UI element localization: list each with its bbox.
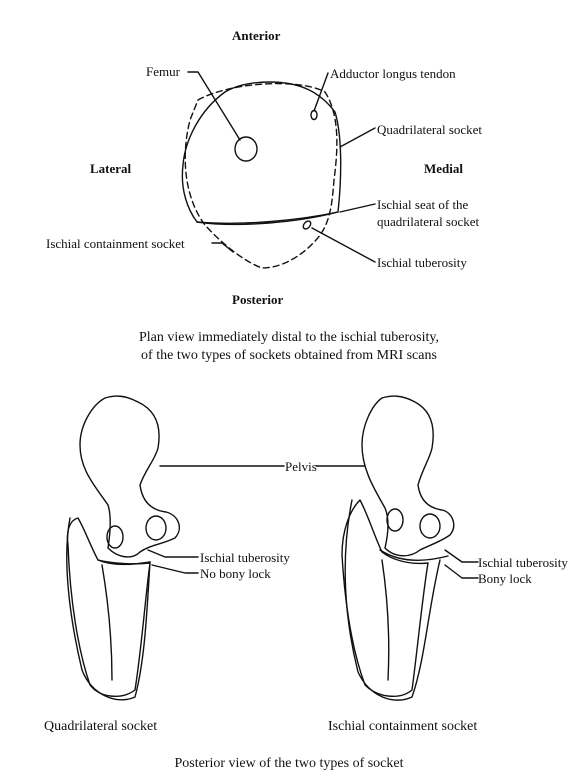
ischial-seat-line <box>197 212 338 223</box>
ischial-tuberosity-leader <box>312 228 375 262</box>
adductor-tendon-outline <box>311 111 317 120</box>
plan-view-caption-line1: Plan view immediately distal to the isch… <box>0 328 578 348</box>
ischial-seat-leader <box>340 204 375 212</box>
right-hip-knob <box>420 514 440 538</box>
anterior-label: Anterior <box>232 28 280 43</box>
ischial-tuberosity-label: Ischial tuberosity <box>377 255 467 270</box>
plan-view-caption-line2: of the two types of sockets obtained fro… <box>0 346 578 366</box>
left-pelvis-outline <box>80 396 179 557</box>
right-socket-name: Ischial containment socket <box>328 719 477 734</box>
left-hip-knob <box>146 516 166 540</box>
right-lock-leader <box>445 565 478 578</box>
left-socket-rim <box>98 560 150 564</box>
ischial-tuberosity-outline <box>302 220 312 231</box>
left-femur-shaft <box>102 565 112 680</box>
adductor-longus-label: Adductor longus tendon <box>330 66 456 81</box>
ischial-containment-label: Ischial containment socket <box>46 236 185 251</box>
quadrilateral-leader <box>340 128 375 147</box>
left-lock-label: No bony lock <box>200 566 271 581</box>
left-lock-leader <box>152 565 198 573</box>
quadrilateral-socket-label: Quadrilateral socket <box>377 122 482 137</box>
femur-outline <box>235 137 257 161</box>
right-femur-shaft <box>382 560 389 680</box>
left-socket-name: Quadrilateral socket <box>44 719 157 734</box>
right-ischial-leader <box>445 550 478 562</box>
adductor-leader <box>314 73 328 111</box>
right-pelvis-outline <box>362 396 454 556</box>
right-lock-label: Bony lock <box>478 571 532 586</box>
posterior-view-caption: Posterior view of the two types of socke… <box>0 754 578 774</box>
ischial-seat-label-line1: Ischial seat of the <box>377 197 468 212</box>
femur-label: Femur <box>146 64 180 79</box>
right-ischial-tuberosity-outline <box>387 509 403 531</box>
containment-leader <box>212 243 233 252</box>
pelvis-label: Pelvis <box>285 459 317 474</box>
lateral-label: Lateral <box>90 161 131 176</box>
posterior-label: Posterior <box>232 292 283 307</box>
left-ischial-tuberosity-label: Ischial tuberosity <box>200 550 290 565</box>
right-ischial-tuberosity-label: Ischial tuberosity <box>478 555 568 570</box>
ischial-seat-label-line2: quadrilateral socket <box>377 214 479 229</box>
right-femur-outline <box>342 500 428 696</box>
left-ischial-leader <box>148 550 198 557</box>
medial-label: Medial <box>424 161 463 176</box>
